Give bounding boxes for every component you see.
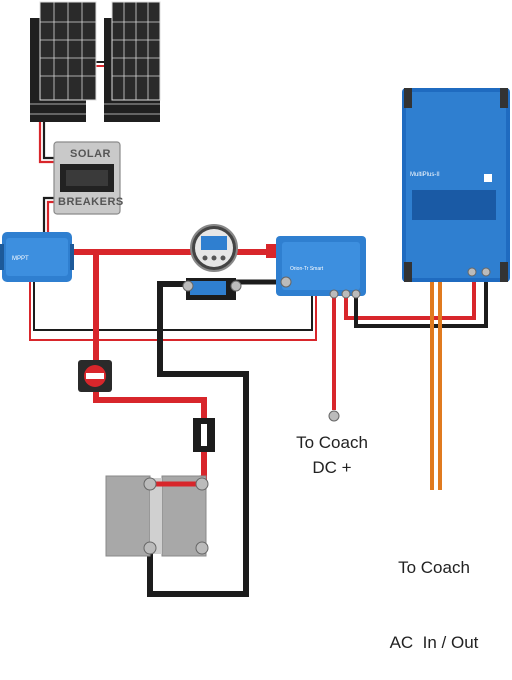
smart-shunt [182,278,242,300]
coach-ac-label: To Coach AC In / Out [374,505,494,680]
wiring-diagram [0,1,510,597]
battery-monitor [190,224,238,272]
mppt-name: MPPT [12,256,29,262]
orion-name: Orion-Tr Smart [290,266,324,272]
coach-dc-line1: To Coach [296,433,368,452]
inverter-name: MultiPlus-II [410,172,440,178]
coach-dc-label: To Coach DC + [280,430,384,480]
inline-fuse [193,418,215,452]
mppt-charger [0,232,74,282]
coach-ac-line2: AC In / Out [389,633,479,652]
coach-dc-terminal [328,410,340,422]
breakers-top-label: SOLAR [70,148,111,160]
coach-dc-line2: DC + [312,458,352,477]
coach-ac-line1: To Coach [398,558,470,577]
solar-panel-left [30,1,97,122]
battery-disconnect-switch [78,360,112,392]
multiplus-inverter [402,88,510,282]
dc-wires [29,249,488,597]
orion-dc-dc [276,236,366,299]
battery-bank [105,475,209,557]
breakers-bottom-label: BREAKERS [58,196,124,208]
solar-breakers-box [53,141,121,215]
solar-panel-right [104,1,161,122]
